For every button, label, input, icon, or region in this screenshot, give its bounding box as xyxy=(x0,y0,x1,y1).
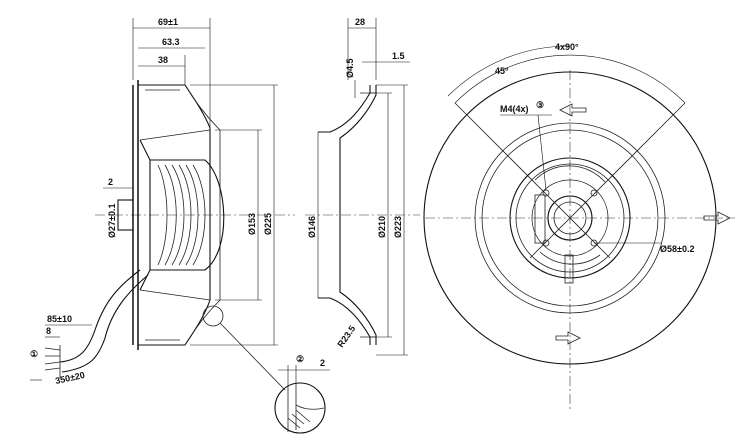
side-view: 69±1 63.3 38 2 Ø27±0.1 Ø153 Ø225 85±10 8… xyxy=(30,17,295,391)
dim-dia-shaft: Ø27±0.1 xyxy=(107,204,117,238)
dim-strip-short: 8 xyxy=(46,326,51,336)
dim-depth: 28 xyxy=(355,17,365,27)
dim-flange: 1.5 xyxy=(392,51,405,61)
section-view: 28 Ø4.5 1.5 Ø146 Ø210 Ø223 R23.5 xyxy=(305,17,420,356)
detail-thickness: 2 xyxy=(320,358,325,368)
dim-thread: M4(4x) xyxy=(500,104,529,114)
dim-width-inner: 63.3 xyxy=(162,37,180,47)
dim-dia-pin: Ø4.5 xyxy=(345,58,355,78)
front-view: 4x90° 45° M4(4x) ③ Ø58±0.2 xyxy=(423,42,735,412)
detail-marker: ② xyxy=(296,354,304,364)
dim-offset-left: 2 xyxy=(108,177,113,187)
dim-dia-inlet: Ø146 xyxy=(307,216,317,238)
detail-view: ② 2 xyxy=(274,354,330,434)
dim-cable-length: 350±20 xyxy=(54,370,85,386)
dim-angle: 45° xyxy=(495,66,509,76)
dim-dia-wheel: Ø225 xyxy=(263,213,273,235)
dim-dia-outer: Ø223 xyxy=(393,216,403,238)
dim-pattern: 4x90° xyxy=(555,42,579,52)
cable-marker: ① xyxy=(30,349,38,359)
dim-strip-length: 85±10 xyxy=(47,314,72,324)
dim-width-overall: 69±1 xyxy=(158,17,178,27)
dim-radius: R23.5 xyxy=(335,324,357,349)
dim-width-hub: 38 xyxy=(158,55,168,65)
dim-dia-mid: Ø210 xyxy=(377,216,387,238)
front-marker: ③ xyxy=(536,100,544,110)
dim-dia-bolt: Ø58±0.2 xyxy=(660,244,694,254)
dim-dia-outlet: Ø153 xyxy=(247,213,257,235)
